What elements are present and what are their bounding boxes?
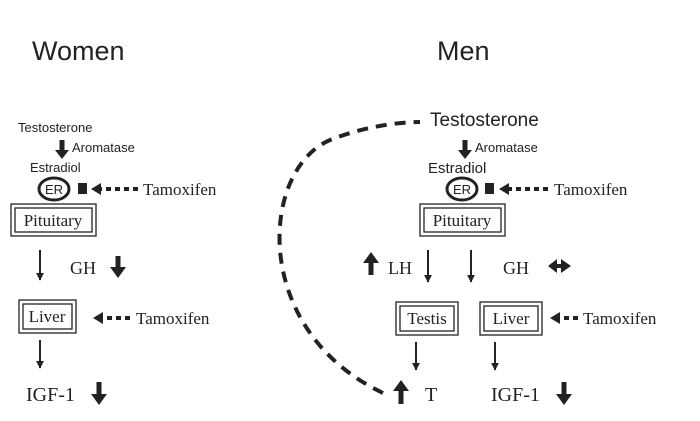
women-igf1-down-arrow <box>91 394 107 405</box>
women-liver-box-outer <box>18 299 77 334</box>
men-tamoxifen-er-label: Tamoxifen <box>554 180 628 199</box>
women-pituitary-box <box>14 207 93 233</box>
men-liver-box <box>483 305 539 332</box>
women-gh-down-arrow <box>110 267 126 278</box>
women-er-blocker <box>78 183 87 194</box>
men-liver-label: Liver <box>493 309 530 328</box>
men-tamoxifen-liver-label: Tamoxifen <box>583 309 657 328</box>
women-liver-box <box>22 303 73 330</box>
men-aromatase-label: Aromatase <box>475 140 538 155</box>
women-testosterone-label: Testosterone <box>18 120 92 135</box>
men-testis-label: Testis <box>407 309 446 328</box>
men-er-receptor <box>445 176 479 202</box>
men-testis-box <box>399 305 455 332</box>
men-gh-unchanged-arrow-left <box>548 259 557 273</box>
men-estradiol-label: Estradiol <box>428 160 486 177</box>
women-pituitary-label: Pituitary <box>24 211 83 230</box>
men-tamoxifen-liver-arrow-head <box>550 312 560 324</box>
women-aromatase-label: Aromatase <box>72 140 135 155</box>
women-tamoxifen-liver-arrow-head <box>93 312 103 324</box>
women-igf1-label: IGF-1 <box>26 384 75 406</box>
men-pituitary-box <box>423 207 502 233</box>
men-lh-up-arrow <box>363 252 379 263</box>
men-igf1-down-arrow <box>556 394 572 405</box>
men-liver-box-outer <box>479 301 543 336</box>
men-t-up-arrow <box>393 380 409 391</box>
women-estradiol-label: Estradiol <box>30 160 81 175</box>
men-t-label: T <box>425 384 437 406</box>
men-pituitary-box-outer <box>419 203 506 237</box>
men-pituitary-label: Pituitary <box>433 211 492 230</box>
women-tamoxifen-liver-label: Tamoxifen <box>136 309 210 328</box>
men-lh-label: LH <box>388 258 412 278</box>
men-igf1-label: IGF-1 <box>491 384 540 406</box>
men-gh-unchanged-arrow-right <box>561 259 571 273</box>
women-liver-label: Liver <box>29 307 66 326</box>
women-tamoxifen-er-arrow-head <box>91 183 101 195</box>
men-testis-box-outer <box>395 301 459 336</box>
women-gh-label: GH <box>70 258 96 278</box>
women-pituitary-box-outer <box>10 203 97 237</box>
men-er-label: ER <box>453 182 471 197</box>
men-title: Men <box>437 36 490 66</box>
women-er-label: ER <box>45 182 63 197</box>
men-er-blocker <box>485 183 494 194</box>
women-tamoxifen-er-label: Tamoxifen <box>143 180 217 199</box>
women-er-receptor <box>37 176 71 202</box>
women-title: Women <box>32 36 125 66</box>
men-gh-label: GH <box>503 258 529 278</box>
men-testosterone-label: Testosterone <box>430 110 539 131</box>
men-tamoxifen-er-arrow-head <box>499 183 509 195</box>
women-aromatase-arrow-head <box>55 150 69 159</box>
men-aromatase-arrow-head <box>458 150 472 159</box>
men-testosterone-feedback-arc <box>277 120 421 395</box>
